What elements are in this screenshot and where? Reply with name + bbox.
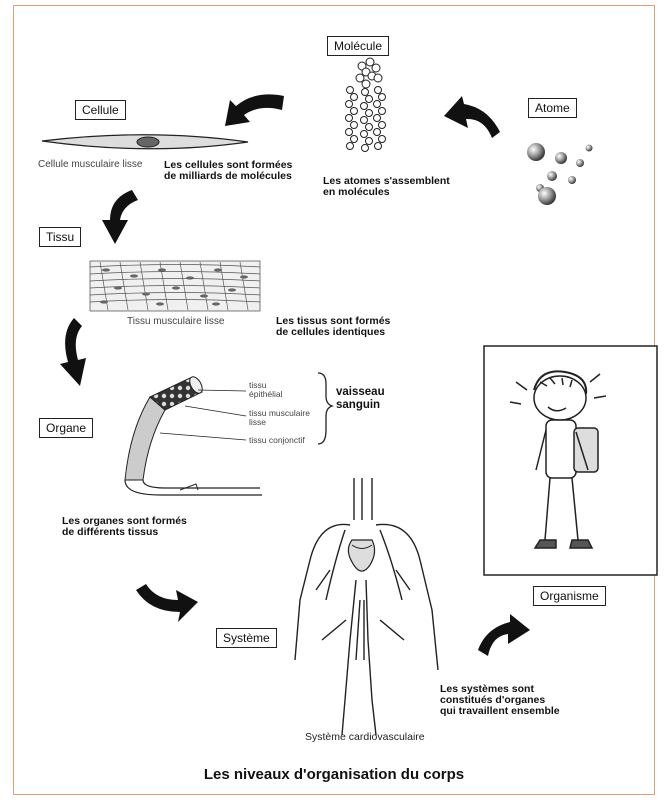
description-systeme-organisme: Les systèmes sont constitués d'organes q… xyxy=(440,684,560,717)
vaisseau-sanguin-label: vaisseau sanguin xyxy=(336,386,385,412)
tissu-illustration xyxy=(90,261,260,311)
molecule-illustration xyxy=(346,58,386,152)
arrow-systeme-organisme xyxy=(478,614,530,656)
group-line: vaisseau xyxy=(336,386,385,399)
level-molecule-label: Molécule xyxy=(327,36,389,56)
cellule-illustration xyxy=(42,135,248,149)
arrow-organe-systeme xyxy=(136,584,198,622)
description-atome-molecule: Les atomes s'assemblent en molécules xyxy=(323,176,450,198)
layer-line: épithélial xyxy=(249,390,283,399)
description-line: qui travaillent ensemble xyxy=(440,706,560,717)
description-line: de différents tissus xyxy=(62,527,187,538)
organe-vaisseau-illustration xyxy=(125,373,332,495)
figure-title: Les niveaux d'organisation du corps xyxy=(0,766,668,783)
layer-label-musculaire: tissu musculaire lisse xyxy=(249,409,310,427)
group-line: sanguin xyxy=(336,399,385,412)
description-line: de cellules identiques xyxy=(276,327,390,338)
description-molecule-cellule: Les cellules sont formées de milliards d… xyxy=(164,160,292,182)
arrow-cellule-tissu xyxy=(102,190,138,244)
level-cellule-label: Cellule xyxy=(75,100,126,120)
level-tissu-label: Tissu xyxy=(39,227,81,247)
description-tissu-organe: Les organes sont formés de différents ti… xyxy=(62,516,187,538)
level-atome-label: Atome xyxy=(528,98,577,118)
layer-label-conjonctif: tissu conjonctif xyxy=(249,436,305,445)
tissu-caption: Tissu musculaire lisse xyxy=(127,316,224,327)
arrow-tissu-organe xyxy=(60,318,86,386)
arrows xyxy=(60,94,530,656)
systeme-caption: Système cardiovasculaire xyxy=(305,731,425,743)
level-organe-label: Organe xyxy=(39,418,93,438)
level-systeme-label: Système xyxy=(216,628,277,648)
layer-line: tissu conjonctif xyxy=(249,436,305,445)
cellule-caption: Cellule musculaire lisse xyxy=(38,159,142,170)
level-organisme-label: Organisme xyxy=(533,586,606,606)
description-line: en molécules xyxy=(323,187,450,198)
layer-line: lisse xyxy=(249,418,310,427)
atome-spheres-illustration xyxy=(527,143,593,205)
arrow-molecule-cellule xyxy=(225,94,284,126)
systeme-cardiovasculaire-illustration xyxy=(295,478,438,735)
description-line: de milliards de molécules xyxy=(164,171,292,182)
description-cellule-tissu: Les tissus sont formés de cellules ident… xyxy=(276,316,390,338)
layer-label-epithelial: tissu épithélial xyxy=(249,381,283,399)
arrow-atome-molecule xyxy=(444,96,500,138)
